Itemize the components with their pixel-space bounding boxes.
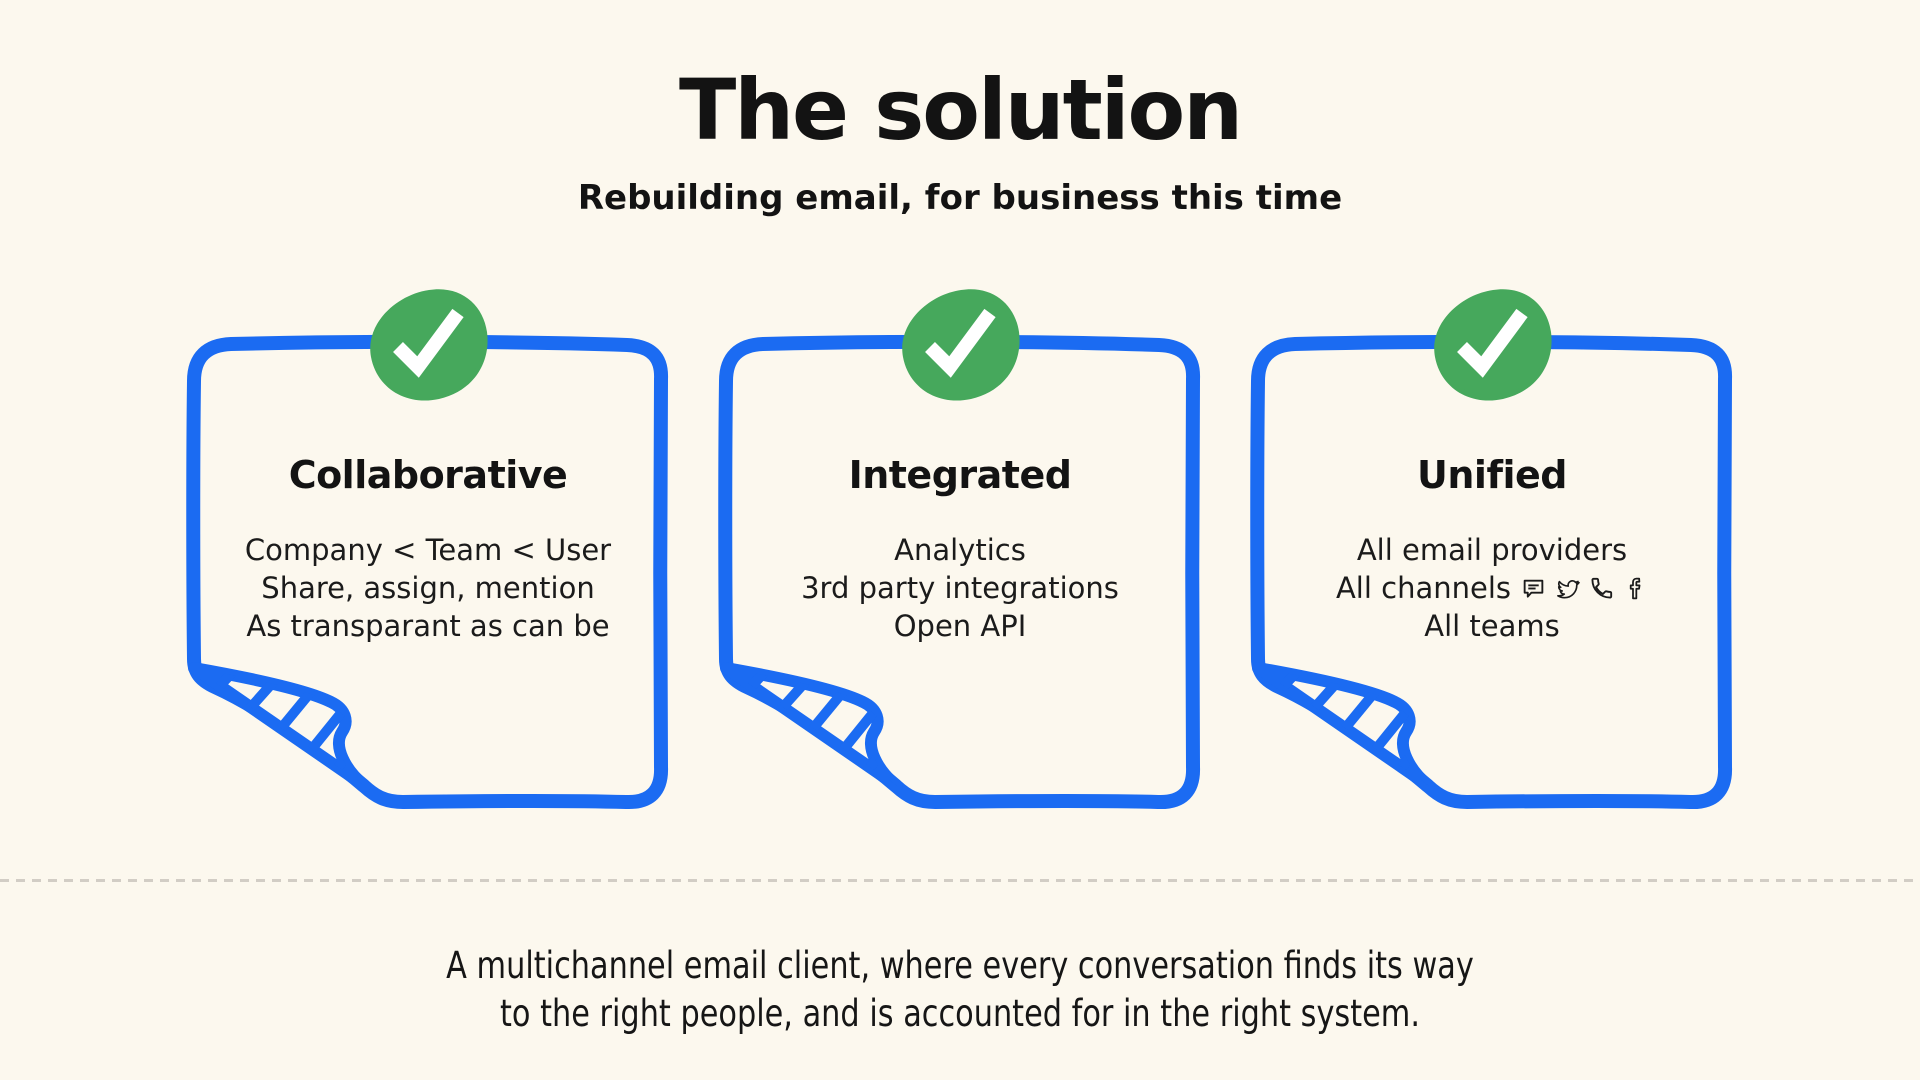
footer-line-1: A multichannel email client, where every… <box>446 944 1474 988</box>
checkmark-icon <box>1434 289 1552 401</box>
check-badge <box>1426 283 1558 405</box>
check-badge <box>362 283 494 405</box>
card-lines: All email providers All channels <box>1277 531 1707 645</box>
checkmark-icon <box>902 289 1020 401</box>
card-line: Analytics <box>894 532 1026 567</box>
check-badge <box>894 283 1026 405</box>
checkmark-icon <box>370 289 488 401</box>
card-line: All email providers <box>1356 532 1628 567</box>
chat-bubble-icon <box>1523 579 1544 598</box>
card-frame <box>718 335 1201 810</box>
card-line: Share, assign, mention <box>261 570 595 605</box>
phone-icon <box>1591 577 1613 599</box>
card-content: Unified All email providers All channels <box>1247 333 1737 645</box>
card-integrated: Integrated Analytics 3rd party integrati… <box>715 289 1205 816</box>
solution-cards: Collaborative Company < Team < User Shar… <box>0 289 1920 816</box>
card-line: Open API <box>893 608 1027 643</box>
card-lines: Company < Team < User Share, assign, men… <box>213 531 643 645</box>
footer-line-2: to the right people, and is accounted fo… <box>499 992 1421 1036</box>
card-line: Company < Team < User <box>244 532 612 567</box>
card-title: Integrated <box>848 453 1072 498</box>
card-line: All teams <box>1424 608 1560 643</box>
twitter-icon <box>1557 579 1580 599</box>
card-frame <box>1250 335 1733 810</box>
channel-icons <box>1521 576 1648 601</box>
header: The solution Rebuilding email, for busin… <box>0 0 1920 219</box>
card-frame <box>186 335 669 810</box>
dashed-divider <box>0 879 1920 883</box>
card-title: Unified <box>1417 453 1567 498</box>
page-subtitle: Rebuilding email, for business this time <box>577 177 1343 218</box>
footer-tagline: A multichannel email client, where every… <box>173 942 1747 1038</box>
card-lines: Analytics 3rd party integrations Open AP… <box>745 531 1175 645</box>
card-title: Collaborative <box>288 453 568 498</box>
card-line: 3rd party integrations <box>801 570 1119 605</box>
page-title: The solution <box>678 61 1243 159</box>
facebook-icon <box>1629 577 1641 600</box>
card-content: Integrated Analytics 3rd party integrati… <box>715 333 1205 645</box>
card-unified: Unified All email providers All channels <box>1247 289 1737 816</box>
card-collaborative: Collaborative Company < Team < User Shar… <box>183 289 673 816</box>
card-content: Collaborative Company < Team < User Shar… <box>183 333 673 645</box>
card-line-text: All channels <box>1335 570 1512 605</box>
card-line: All channels <box>1277 569 1707 607</box>
card-line: As transparant as can be <box>246 608 610 643</box>
footer: A multichannel email client, where every… <box>0 942 1920 1038</box>
